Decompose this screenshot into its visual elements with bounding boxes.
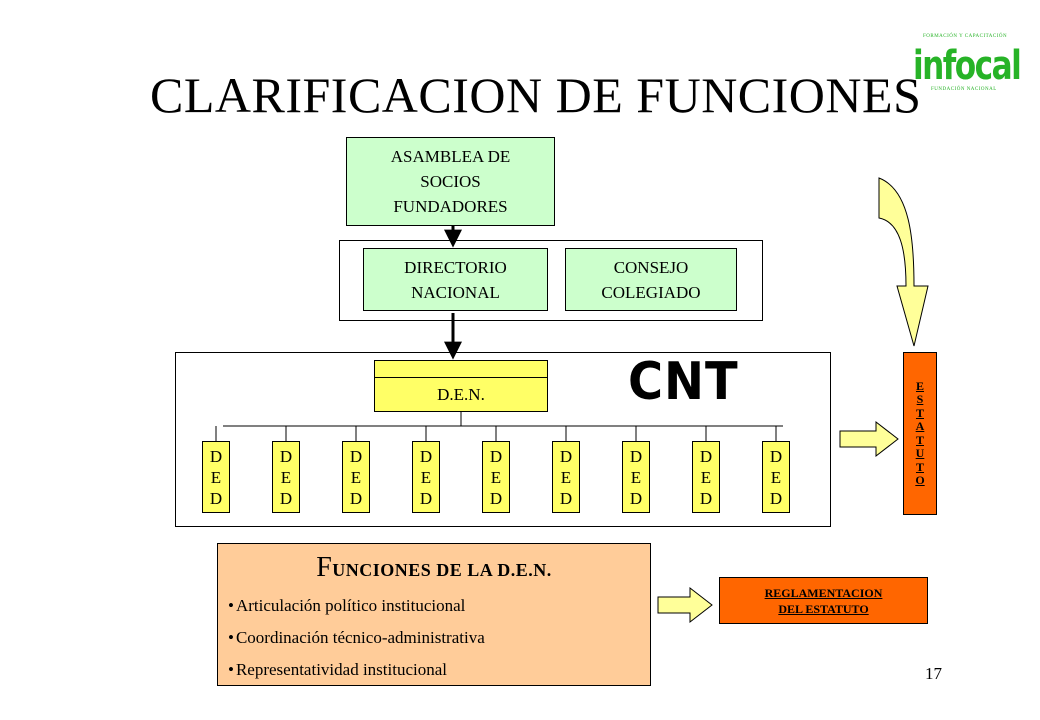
- ded-letter: E: [560, 467, 572, 487]
- page-title: CLARIFICACION DE FUNCIONES: [150, 67, 922, 123]
- ded-letter: E: [210, 467, 222, 487]
- logo-bottom-text: FUNDACIÓN NACIONAL: [931, 87, 997, 92]
- ded-letter: D: [629, 488, 643, 508]
- ded-letter: D: [279, 488, 293, 508]
- consejo-box: CONSEJO COLEGIADO: [565, 248, 737, 311]
- asamblea-line-1: ASAMBLEA DE: [390, 147, 511, 166]
- den-label: D.E.N.: [437, 384, 485, 404]
- estatuto-letter: T: [915, 405, 924, 420]
- estatuto-letter: A: [915, 419, 925, 433]
- asamblea-line-2: SOCIOS: [420, 172, 481, 191]
- funcion-item: Articulación político institucional: [228, 590, 650, 622]
- directorio-line-1: DIRECTORIO: [404, 257, 507, 277]
- directorio-line-2: NACIONAL: [411, 282, 500, 302]
- ded-letter: D: [279, 446, 293, 466]
- reglamentacion-box: REGLAMENTACION DEL ESTATUTO: [719, 577, 928, 624]
- ded-letter: D: [769, 488, 783, 508]
- ded-letter: D: [419, 488, 433, 508]
- ded-letter: D: [349, 446, 363, 466]
- funciones-title-initial: F: [316, 552, 333, 583]
- estatuto-letter: T: [915, 459, 924, 474]
- curved-down-arrow-icon: [878, 177, 929, 347]
- consejo-line-2: COLEGIADO: [601, 282, 701, 302]
- ded-letter: E: [770, 467, 782, 487]
- directorio-consejo-frame: [339, 240, 763, 321]
- ded-letter: D: [559, 446, 573, 466]
- ded-letter: E: [630, 467, 642, 487]
- funciones-title-rest: UNCIONES DE LA D.E.N.: [332, 560, 552, 580]
- den-header-strip: [374, 360, 548, 378]
- estatuto-letter: T: [915, 432, 924, 447]
- ded-drop-lines: [215, 426, 777, 441]
- asamblea-box: ASAMBLEA DE SOCIOS FUNDADORES: [346, 137, 555, 226]
- funcion-item: Coordinación técnico-administrativa: [228, 622, 650, 654]
- ded-letter: D: [489, 446, 503, 466]
- ded-letter: D: [629, 446, 643, 466]
- estatuto-letter: O: [915, 473, 925, 487]
- infocal-logo: FORMACIÓN Y CAPACITACIÓN infocal FUNDACI…: [905, 34, 1022, 98]
- funcion-item: Representatividad institucional: [228, 654, 650, 686]
- ded-letter: D: [769, 446, 783, 466]
- ded-letter: E: [490, 467, 502, 487]
- ded-letter: D: [559, 488, 573, 508]
- consejo-line-1: CONSEJO: [613, 257, 689, 277]
- asamblea-line-3: FUNDADORES: [393, 197, 508, 216]
- ded-letter: E: [280, 467, 292, 487]
- cnt-label: CNT: [628, 352, 739, 412]
- logo-wordmark: infocal: [913, 43, 1022, 89]
- right-arrow-to-estatuto-icon: [839, 420, 899, 458]
- ded-letter: D: [699, 488, 713, 508]
- cnt-frame: [175, 352, 831, 527]
- reglamentacion-line-2: DEL ESTATUTO: [778, 601, 869, 616]
- directorio-box: DIRECTORIO NACIONAL: [363, 248, 548, 311]
- funciones-box: FUNCIONES DE LA D.E.N. Articulación polí…: [217, 543, 651, 686]
- ded-letter: D: [699, 446, 713, 466]
- reglamentacion-line-1: REGLAMENTACION: [764, 585, 883, 600]
- ded-letter: E: [700, 467, 712, 487]
- den-box: D.E.N.: [374, 377, 548, 412]
- logo-top-text: FORMACIÓN Y CAPACITACIÓN: [923, 34, 1008, 39]
- estatuto-letter: U: [915, 446, 925, 460]
- page-number: 17: [925, 664, 942, 683]
- right-arrow-to-reglamentacion-icon: [657, 586, 713, 624]
- ded-letter: D: [209, 488, 223, 508]
- estatuto-letter: S: [916, 392, 924, 406]
- ded-letter: D: [419, 446, 433, 466]
- ded-letter: D: [209, 446, 223, 466]
- estatuto-letter: E: [915, 378, 924, 393]
- ded-letter: D: [349, 488, 363, 508]
- funciones-title: FUNCIONES DE LA D.E.N.: [218, 548, 650, 590]
- ded-letter: E: [350, 467, 362, 487]
- ded-letter: D: [489, 488, 503, 508]
- ded-letter: E: [420, 467, 432, 487]
